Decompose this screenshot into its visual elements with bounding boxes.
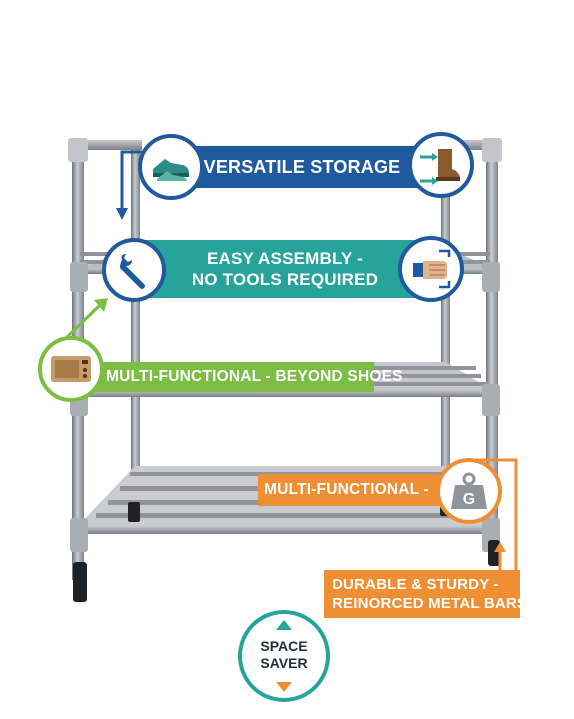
wrench-icon — [120, 254, 145, 289]
easy-assembly-line2: NO TOOLS REQUIRED — [191, 270, 379, 289]
arrow-up-icon — [276, 620, 292, 630]
durable-banner: DURABLE & STURDY - REINORCED METAL BARS — [324, 570, 527, 618]
space-saver-line1: SPACE — [260, 638, 308, 654]
versatile-storage-banner: VERSATILE STORAGE — [160, 146, 428, 188]
hand-hold-icon — [413, 249, 451, 289]
space-saver-text: SPACE SAVER — [242, 638, 326, 672]
weight-icon: G — [451, 472, 487, 509]
microwave-icon — [51, 356, 91, 382]
multi-functional-text: MULTI-FUNCTIONAL - — [264, 481, 429, 498]
durable-line2: REINORCED METAL BARS — [332, 595, 528, 612]
weight-badge: G — [436, 458, 502, 524]
durable-line1: DURABLE & STURDY - — [332, 576, 499, 593]
easy-assembly-line1: EASY ASSEMBLY - — [206, 249, 364, 268]
multi-functional-banner: MULTI-FUNCTIONAL - — [258, 474, 440, 506]
space-saver-line2: SAVER — [260, 655, 308, 671]
versatile-storage-text: VERSATILE STORAGE — [203, 156, 401, 177]
shoes-icon — [153, 159, 189, 181]
microwave-badge — [38, 336, 104, 402]
boot-icon — [420, 149, 460, 185]
space-saver-badge: SPACE SAVER — [238, 610, 330, 702]
multi-functional-beyond-banner: MULTI-FUNCTIONAL - BEYOND SHOES — [92, 362, 402, 392]
boot-badge — [408, 132, 474, 198]
shoes-badge — [138, 134, 204, 200]
weight-letter: G — [463, 491, 475, 508]
easy-assembly-banner: EASY ASSEMBLY - NO TOOLS REQUIRED — [144, 240, 426, 298]
hand-badge — [398, 236, 464, 302]
arrow-down-icon — [276, 682, 292, 692]
multi-functional-beyond-text: MULTI-FUNCTIONAL - BEYOND SHOES — [106, 368, 403, 385]
wrench-badge — [102, 238, 166, 302]
